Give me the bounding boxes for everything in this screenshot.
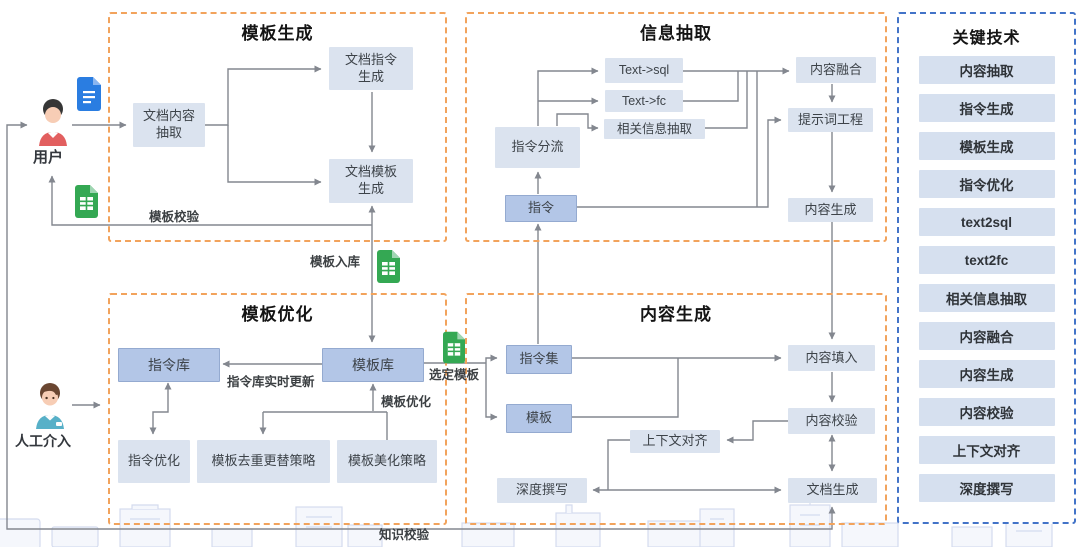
node-doc-template-gen: 文档模板 生成 [329, 159, 413, 203]
tech-chip: 内容抽取 [918, 56, 1055, 84]
node-context-align: 上下文对齐 [630, 430, 720, 453]
node-doc-instruction-gen: 文档指令 生成 [329, 47, 413, 90]
node-deep-writing: 深度撰写 [497, 478, 587, 503]
node-doc-gen: 文档生成 [788, 478, 877, 503]
node-instruction-split: 指令分流 [495, 127, 580, 168]
section-title: 信息抽取 [640, 24, 712, 43]
node-instruction-lib: 指令库 [118, 348, 220, 382]
tech-chip: 相关信息抽取 [918, 284, 1055, 312]
node-dedup-strategy: 模板去重更替策略 [197, 440, 330, 483]
node-doc-content-extract: 文档内容 抽取 [133, 103, 205, 147]
user-avatar-icon [34, 98, 72, 151]
panel-title: 关键技术 [952, 30, 1021, 47]
tech-chip: text2sql [918, 208, 1055, 236]
tech-chip: 内容校验 [918, 398, 1055, 426]
node-content-check: 内容校验 [788, 408, 875, 434]
tech-chip: text2fc [918, 246, 1055, 274]
node-instruction: 指令 [505, 195, 577, 222]
edge-label-knowledge-check: 知识校验 [379, 528, 430, 542]
tech-chip: 指令优化 [918, 170, 1055, 198]
node-text2fc: Text->fc [605, 90, 683, 112]
node-content-fill: 内容填入 [788, 345, 875, 371]
node-prompt-engineering: 提示词工程 [788, 108, 873, 132]
tech-chip: 模板生成 [918, 132, 1055, 160]
edge-label-template-check: 模板校验 [149, 210, 200, 224]
node-ie-content-gen: 内容生成 [788, 198, 873, 222]
spreadsheet-file-icon [75, 185, 98, 223]
spreadsheet-file-icon [377, 250, 400, 288]
doc-file-icon [77, 77, 101, 116]
node-beautify-strategy: 模板美化策略 [337, 440, 437, 483]
section-title: 模板生成 [241, 24, 314, 43]
edge-label-instruction-lib-update: 指令库实时更新 [227, 375, 315, 389]
spreadsheet-file-icon [443, 331, 465, 369]
edge-label-template-opt: 模板优化 [381, 395, 432, 409]
node-instruction-opt: 指令优化 [118, 440, 190, 483]
tech-chip: 指令生成 [918, 94, 1055, 122]
section-title: 模板优化 [241, 305, 314, 324]
manual-intervention-label: 人工介入 [15, 433, 71, 449]
section-title: 内容生成 [640, 305, 712, 324]
tech-chip: 上下文对齐 [918, 436, 1055, 464]
manual-intervention-avatar-icon [30, 381, 70, 434]
node-content-fusion: 内容融合 [796, 57, 876, 83]
edge-label-template-store: 模板入库 [310, 255, 361, 269]
node-template: 模板 [506, 404, 572, 433]
node-template-lib: 模板库 [322, 348, 424, 382]
node-related-info-extract: 相关信息抽取 [604, 119, 705, 139]
tech-chip: 内容生成 [918, 360, 1055, 388]
tech-chip: 内容融合 [918, 322, 1055, 350]
node-instruction-set: 指令集 [506, 345, 572, 374]
tech-chip: 深度撰写 [918, 474, 1055, 502]
node-text2sql: Text->sql [605, 58, 683, 83]
panel-key-technologies: 关键技术 内容抽取 指令生成 模板生成 指令优化 text2sql text2f… [897, 12, 1076, 524]
